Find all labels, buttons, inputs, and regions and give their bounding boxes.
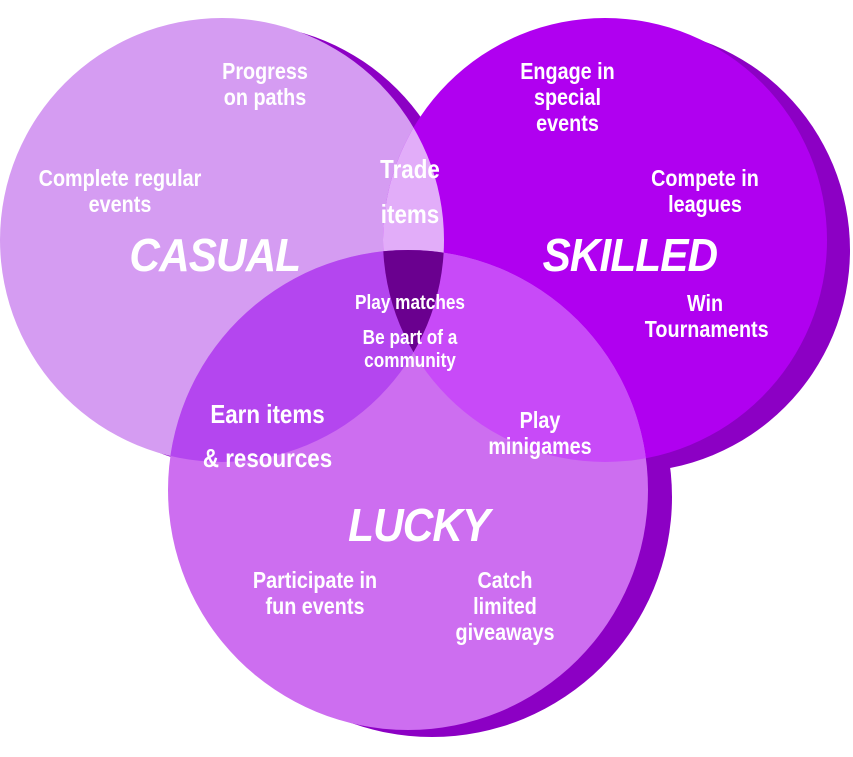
- label: items: [380, 199, 440, 229]
- casual-item-progress: Progress on paths: [192, 58, 338, 110]
- skilled-item-leagues: Compete in leagues: [641, 165, 770, 217]
- lucky-item-fun: Participate in fun events: [246, 567, 384, 619]
- skilled-item-tournaments: Win Tournaments: [632, 290, 778, 342]
- casual-label: CASUAL: [129, 229, 301, 281]
- label: Catch limited giveaways: [455, 567, 555, 645]
- label: minigames: [488, 433, 592, 459]
- label: Earn items: [210, 399, 325, 429]
- skilled-lucky-item: Play minigames: [480, 407, 600, 459]
- skilled-item-special: Engage in special events: [492, 58, 643, 136]
- label: Play: [519, 407, 561, 433]
- label: Complete regular events: [38, 165, 202, 217]
- label: Win Tournaments: [644, 290, 769, 342]
- label: Engage in special events: [520, 58, 615, 136]
- label: & resources: [202, 443, 333, 473]
- label: Compete in leagues: [651, 165, 759, 217]
- label: community: [364, 350, 456, 372]
- label: Participate in fun events: [252, 567, 378, 619]
- casual-item-events: Complete regular events: [25, 165, 214, 217]
- label: Be part of a: [362, 327, 458, 349]
- casual-lucky-overlap: [168, 250, 444, 462]
- casual-skilled-item: Trade items: [358, 147, 461, 237]
- skilled-label: SKILLED: [542, 229, 719, 281]
- all-overlap-items: Play matches Be part of a community: [341, 292, 479, 373]
- label: Play matches: [355, 292, 465, 314]
- lucky-label: LUCKY: [348, 499, 490, 551]
- label: Progress on paths: [222, 58, 308, 110]
- casual-lucky-item: Earn items & resources: [197, 392, 339, 480]
- lucky-item-giveaways: Catch limited giveaways: [436, 567, 574, 645]
- label: Trade: [380, 154, 440, 184]
- skilled-lucky-overlap: [383, 250, 648, 462]
